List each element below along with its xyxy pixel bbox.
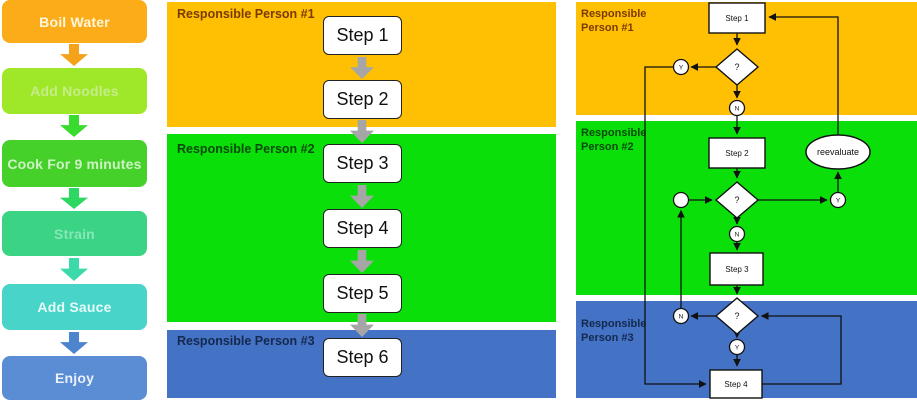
connector-letter-yes3: Y <box>735 345 740 352</box>
connector-circle-no3 <box>672 307 690 325</box>
swimlane-step-3: Step 3 <box>323 144 402 183</box>
process-label-step3: Step 3 <box>725 265 749 274</box>
label-line: Responsible <box>581 318 647 330</box>
down-arrow-icon <box>60 188 88 209</box>
connector-circle-in2 <box>672 191 690 209</box>
flowchart-label-person3: Responsible Person #3 <box>581 317 646 346</box>
connector-circle-no1 <box>728 99 746 117</box>
swimlane-step-2: Step 2 <box>323 80 402 119</box>
decision-label-2: ? <box>734 195 739 205</box>
flow-box-add-sauce: Add Sauce <box>2 284 147 330</box>
connector-circle-yes3 <box>728 338 746 356</box>
swimlane-step-5: Step 5 <box>323 274 402 313</box>
reevaluate-node <box>805 134 871 170</box>
swimlane-step-6: Step 6 <box>323 338 402 377</box>
swimlane-label-person1: Responsible Person #1 <box>177 7 315 21</box>
flowchart-graphic: Step 1 Step 2 Step 3 Step 4 ? ? ? reeval… <box>644 2 871 399</box>
down-arrow-icon <box>60 115 88 137</box>
flow-box-boil-water: Boil Water <box>2 0 147 43</box>
down-arrow-icon <box>60 258 88 281</box>
connector-circle-yes1 <box>672 58 690 76</box>
connector-reevaluate-to-step1 <box>768 13 839 135</box>
connector-letter-yes2: Y <box>836 198 841 205</box>
connector-letter-yes1: Y <box>679 65 684 72</box>
connector-yes1-to-step4 <box>644 66 707 388</box>
connector-circle-yes2 <box>829 191 847 209</box>
decision-label-3: ? <box>734 311 739 321</box>
connector-step4-loop-to-decision3 <box>760 312 842 385</box>
down-arrow-icon <box>60 332 88 354</box>
swimlane-step-1: Step 1 <box>323 16 402 55</box>
reevaluate-label: reevaluate <box>817 147 859 157</box>
decision-diamond-3 <box>714 297 760 335</box>
connector-letter-no1: N <box>735 106 740 113</box>
flow-box-add-noodles: Add Noodles <box>2 68 147 114</box>
down-arrow-icon <box>60 44 88 66</box>
process-box-step1 <box>708 2 766 34</box>
decision-diamond-1 <box>714 48 760 86</box>
swimlane-step-4: Step 4 <box>323 209 402 248</box>
process-label-step4: Step 4 <box>724 380 748 389</box>
process-label-step2: Step 2 <box>725 149 749 158</box>
label-line: Person #3 <box>581 332 634 345</box>
process-box-step3 <box>709 252 764 286</box>
decision-diamond-2 <box>714 181 760 219</box>
label-line: Person #1 <box>581 22 634 35</box>
flow-box-cook: Cook For 9 minutes <box>2 140 147 187</box>
flowchart-label-person1: Responsible Person #1 <box>581 7 646 36</box>
flow-box-strain: Strain <box>2 211 147 256</box>
swimlane-label-person2: Responsible Person #2 <box>177 142 315 156</box>
label-line: Person #2 <box>581 141 634 154</box>
connector-circle-no2 <box>728 225 746 243</box>
flow-box-enjoy: Enjoy <box>2 356 147 400</box>
label-line: Responsible <box>581 8 647 20</box>
flowchart-label-person2: Responsible Person #2 <box>581 126 646 155</box>
process-box-step4 <box>709 369 763 399</box>
decision-label-1: ? <box>734 62 739 72</box>
process-box-step2 <box>708 137 766 169</box>
connector-letter-no3: N <box>679 314 684 321</box>
process-label-step1: Step 1 <box>725 14 749 23</box>
swimlane-label-person3: Responsible Person #3 <box>177 334 315 348</box>
connector-letter-no2: N <box>735 232 740 239</box>
label-line: Responsible <box>581 127 647 139</box>
